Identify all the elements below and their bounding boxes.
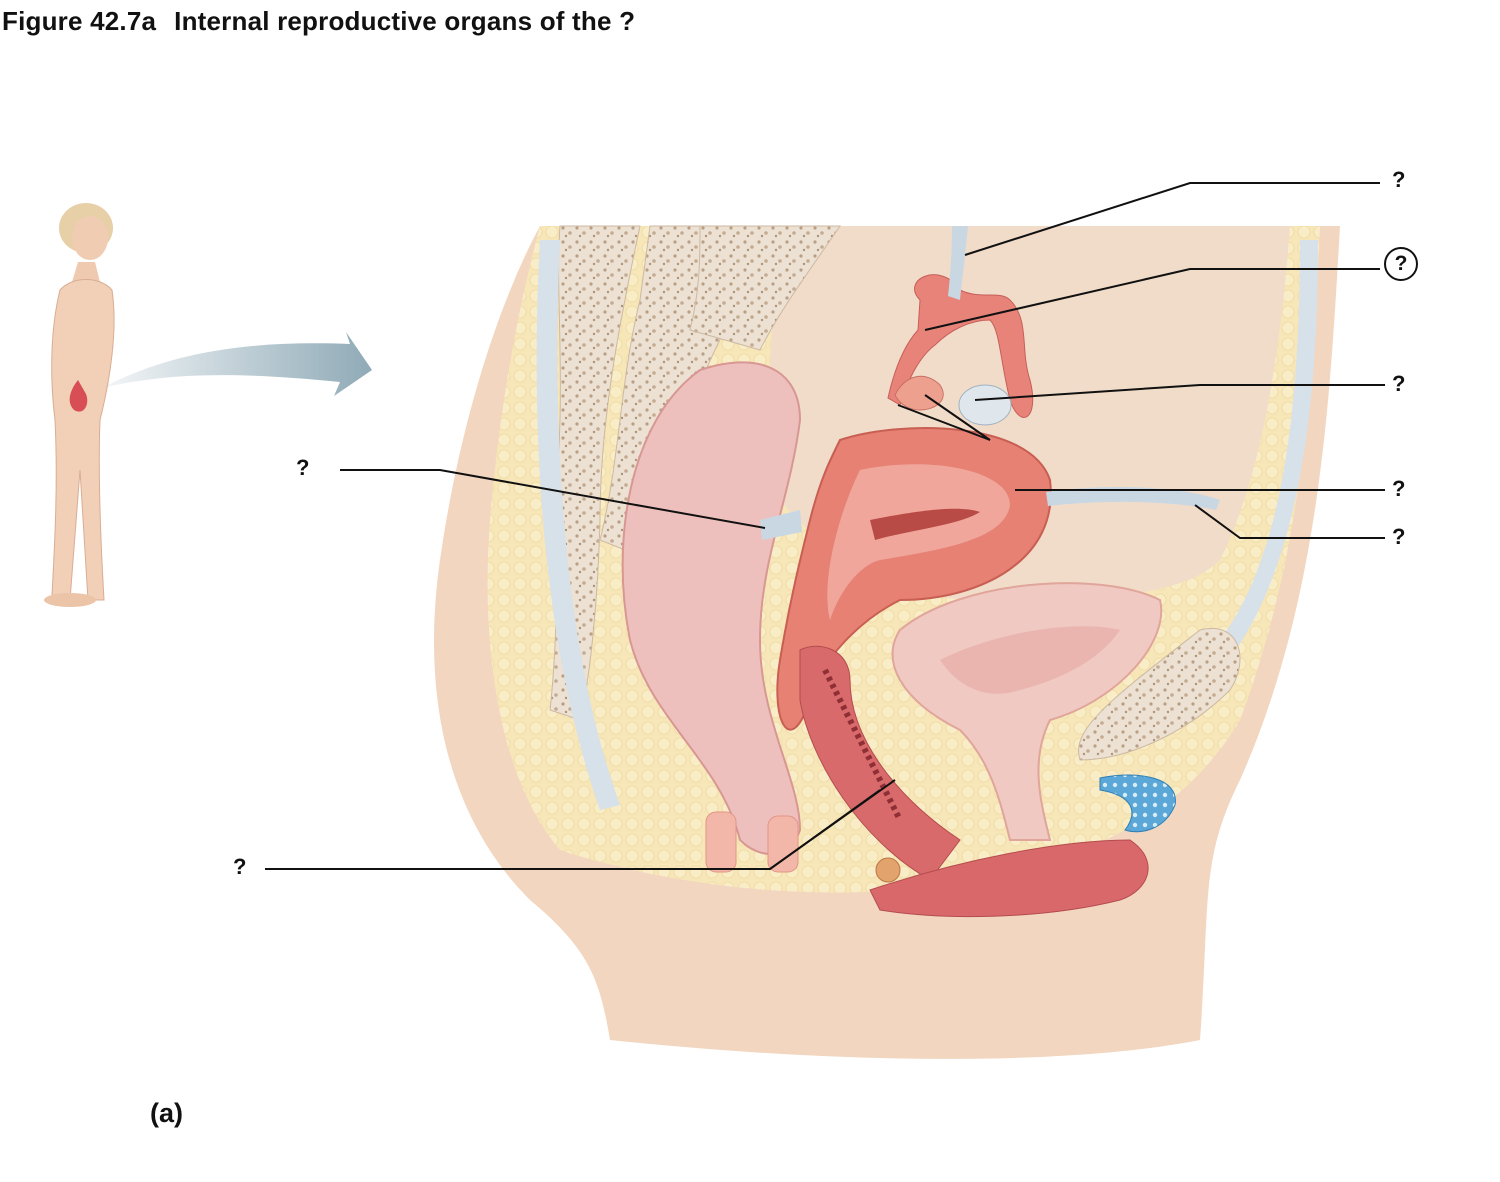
endometrium — [827, 464, 1010, 620]
vaginal-rugae — [822, 668, 903, 822]
label-top-right-2[interactable]: ? — [1384, 247, 1418, 281]
figure-number: Figure 42.7a — [2, 6, 157, 36]
label-left-lower[interactable]: ? — [233, 854, 247, 879]
round-ligament — [1046, 487, 1220, 510]
posterior-ligament — [536, 240, 620, 810]
pointer-arrow — [102, 332, 372, 396]
suspensory-ligament — [948, 226, 968, 300]
uterine-cavity — [870, 508, 980, 540]
figure-title: Figure 42.7a Internal reproductive organs… — [2, 6, 635, 37]
posterior-ligament-stub — [760, 510, 802, 540]
bladder-lumen — [940, 626, 1120, 694]
anterior-ligament — [1220, 240, 1318, 650]
vulva — [869, 839, 1149, 918]
label-right-5[interactable]: ? — [1392, 524, 1406, 549]
anal-sphincter — [705, 811, 799, 873]
leader-lines — [265, 182, 1385, 870]
label-right-3[interactable]: ? — [1392, 371, 1406, 396]
vagina — [799, 645, 961, 881]
label-top-right-1[interactable]: ? — [1392, 167, 1406, 192]
label-right-4[interactable]: ? — [1392, 476, 1406, 501]
female-figure-thumbnail — [44, 203, 115, 607]
bartholin-gland — [875, 857, 901, 883]
label-left-upper[interactable]: ? — [296, 455, 310, 480]
fimbriae — [894, 375, 944, 411]
panel-label: (a) — [150, 1098, 183, 1128]
ovary — [958, 384, 1012, 426]
rectum — [621, 361, 802, 855]
pubic-bone — [1078, 627, 1241, 761]
figure-caption: Internal reproductive organs of the ? — [174, 6, 636, 36]
pubic-cartilage — [1099, 774, 1176, 833]
